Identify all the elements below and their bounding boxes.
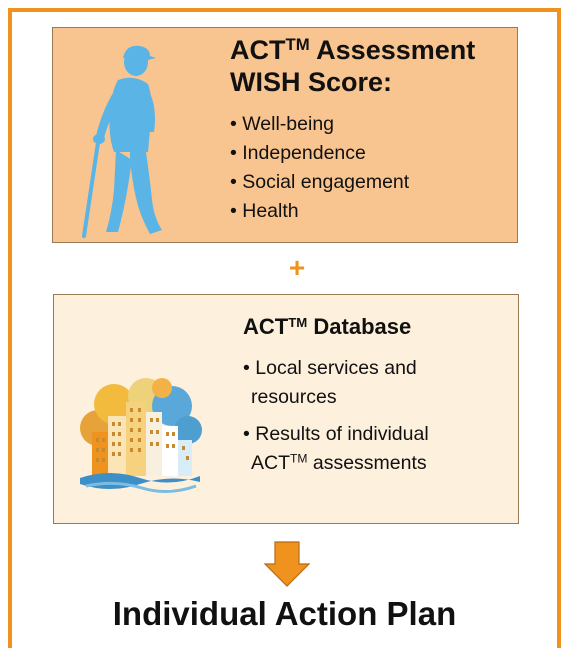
list-item: • Health bbox=[230, 200, 299, 222]
database-list: • Local services and resources • Results… bbox=[243, 354, 429, 486]
database-title: ACTTM Database bbox=[243, 314, 412, 339]
list-item: • Well-being bbox=[230, 113, 335, 135]
city-skyline-icon bbox=[80, 378, 202, 493]
wish-score-list: • Well-being • Independence • Social eng… bbox=[230, 110, 409, 226]
outer-frame bbox=[8, 8, 561, 648]
list-item: • Local services and resources bbox=[243, 357, 417, 408]
list-item: • Social engagement bbox=[230, 171, 410, 193]
action-plan-label: Individual Action Plan bbox=[112, 595, 457, 632]
list-item: • Results of individual ACTTM assessment… bbox=[243, 423, 429, 474]
list-item: • Independence bbox=[230, 142, 366, 164]
elderly-person-icon bbox=[82, 45, 162, 238]
plus-connector: + bbox=[288, 252, 306, 283]
down-arrow-icon bbox=[263, 541, 311, 587]
assessment-title: ACTTM Assessment WISH Score: bbox=[230, 34, 476, 97]
